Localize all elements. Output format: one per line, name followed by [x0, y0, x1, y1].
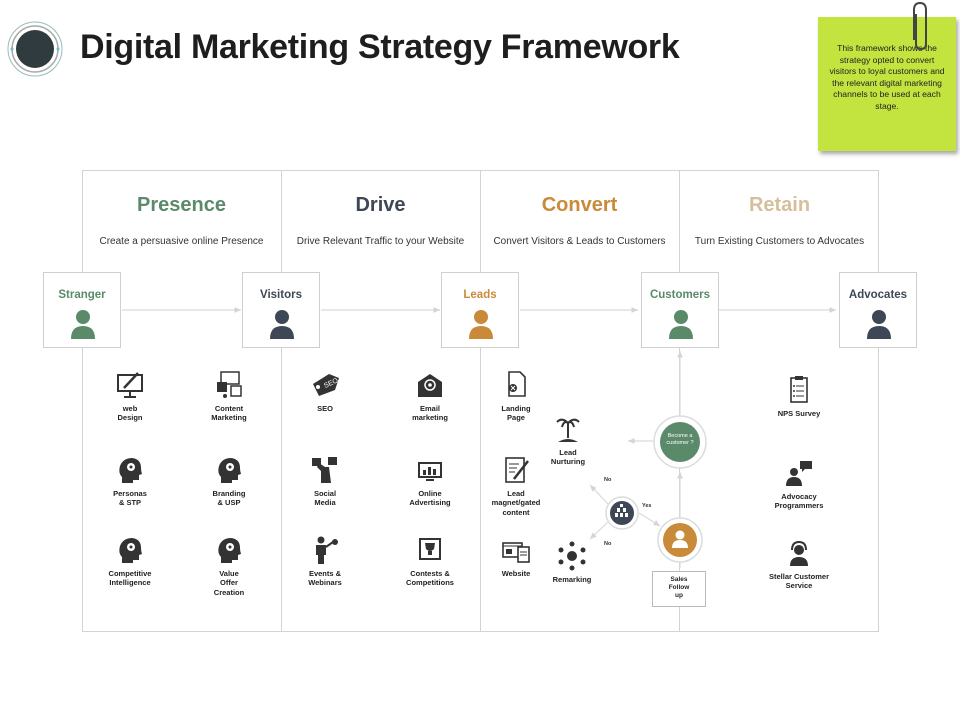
social-icon: [312, 457, 337, 483]
column-subtitle-convert: Convert Visitors & Leads to Customers: [493, 236, 666, 247]
stage-label: Stranger: [58, 289, 106, 301]
column-title-presence: Presence: [137, 194, 226, 216]
item-remarking: Remarking: [530, 541, 614, 584]
item-personas: Personas & STP: [88, 455, 172, 508]
item-lead-nurturing: Lead Nurturing: [526, 414, 610, 467]
stage-label: Leads: [463, 289, 497, 301]
item-landing-page: Landing Page: [474, 370, 558, 423]
stage-leads: Leads: [441, 272, 519, 348]
stage-advocates: Advocates: [839, 272, 917, 348]
person-icon: [71, 310, 95, 339]
item-content-marketing: Content Marketing: [187, 370, 271, 423]
monitor-pen-icon: [117, 372, 143, 398]
item-contests: Contests & Competitions: [388, 535, 472, 588]
person-icon: [867, 310, 891, 339]
stage-label: Visitors: [260, 289, 302, 301]
paperclip-icon: [913, 1, 927, 51]
speaker-chat-icon: [786, 461, 812, 486]
presenter-icon: [316, 536, 338, 564]
column-divider: [281, 170, 282, 632]
seo-tag-icon: SEO: [313, 374, 340, 396]
item-social-media: Social Media: [283, 455, 367, 508]
column-title-convert: Convert: [541, 194, 618, 216]
item-seo: SEO SEO: [283, 370, 367, 413]
item-stellar-service: Stellar Customer Service: [757, 538, 841, 591]
item-lead-magnet: Lead magnet/gated content: [474, 455, 558, 517]
item-web-design: web Design: [88, 370, 172, 423]
advertising-icon: [418, 462, 442, 481]
head-gear-icon: [218, 458, 241, 483]
column-subtitle-retain: Turn Existing Customers to Advocates: [694, 236, 865, 247]
item-branding: Branding & USP: [187, 455, 271, 508]
website-icon: [502, 542, 530, 563]
stage-customers: Customers: [641, 272, 719, 348]
clipboard-icon: [790, 376, 808, 403]
head-gear-icon: [119, 458, 142, 483]
head-gear-icon: [119, 538, 142, 563]
email-icon: [418, 374, 442, 397]
stage-visitors: Visitors: [242, 272, 320, 348]
yes-label: Yes: [642, 503, 652, 509]
column-subtitle-drive: Drive Relevant Traffic to your Website: [296, 236, 465, 247]
content-icon: [217, 371, 242, 398]
item-website: Website: [474, 535, 558, 578]
item-email-marketing: Email marketing: [388, 370, 472, 423]
item-nps-survey: NPS Survey: [757, 375, 841, 418]
logo-icon: [7, 21, 63, 77]
column-divider: [480, 170, 481, 632]
item-competitive-intelligence: Competitive Intelligence: [88, 535, 172, 588]
head-gear-icon: [218, 538, 241, 563]
stage-stranger: Stranger: [43, 272, 121, 348]
person-icon: [270, 310, 294, 339]
network-icon: [558, 541, 586, 571]
column-title-drive: Drive: [355, 194, 406, 216]
item-advocacy-programmers: Advocacy Programmers: [757, 458, 841, 511]
person-icon: [469, 310, 493, 339]
edit-document-icon: [505, 457, 529, 483]
trophy-icon: [419, 538, 441, 560]
sticky-note: This framework shows the strategy opted …: [818, 17, 956, 151]
sales-follow-up-label: Sales Follow up: [668, 576, 690, 599]
item-events-webinars: Events & Webinars: [283, 535, 367, 588]
become-customer-label: Become a customer ?: [666, 433, 694, 446]
no-label-top: No: [604, 477, 612, 483]
column-title-retain: Retain: [748, 194, 811, 216]
column-subtitle-presence: Create a persuasive online Presence: [99, 236, 264, 247]
page-title: Digital Marketing Strategy Framework: [80, 28, 680, 66]
person-icon: [669, 310, 693, 339]
headset-icon: [790, 540, 808, 566]
item-value-offer: Value Offer Creation: [187, 535, 271, 597]
stage-label: Customers: [649, 289, 711, 301]
palm-tree-icon: [556, 418, 580, 442]
sales-follow-up-box: [652, 571, 706, 607]
no-label-bottom: No: [604, 541, 612, 547]
stage-label: Advocates: [848, 289, 908, 301]
document-icon: [508, 371, 526, 397]
item-online-advertising: Online Advertising: [388, 455, 472, 508]
